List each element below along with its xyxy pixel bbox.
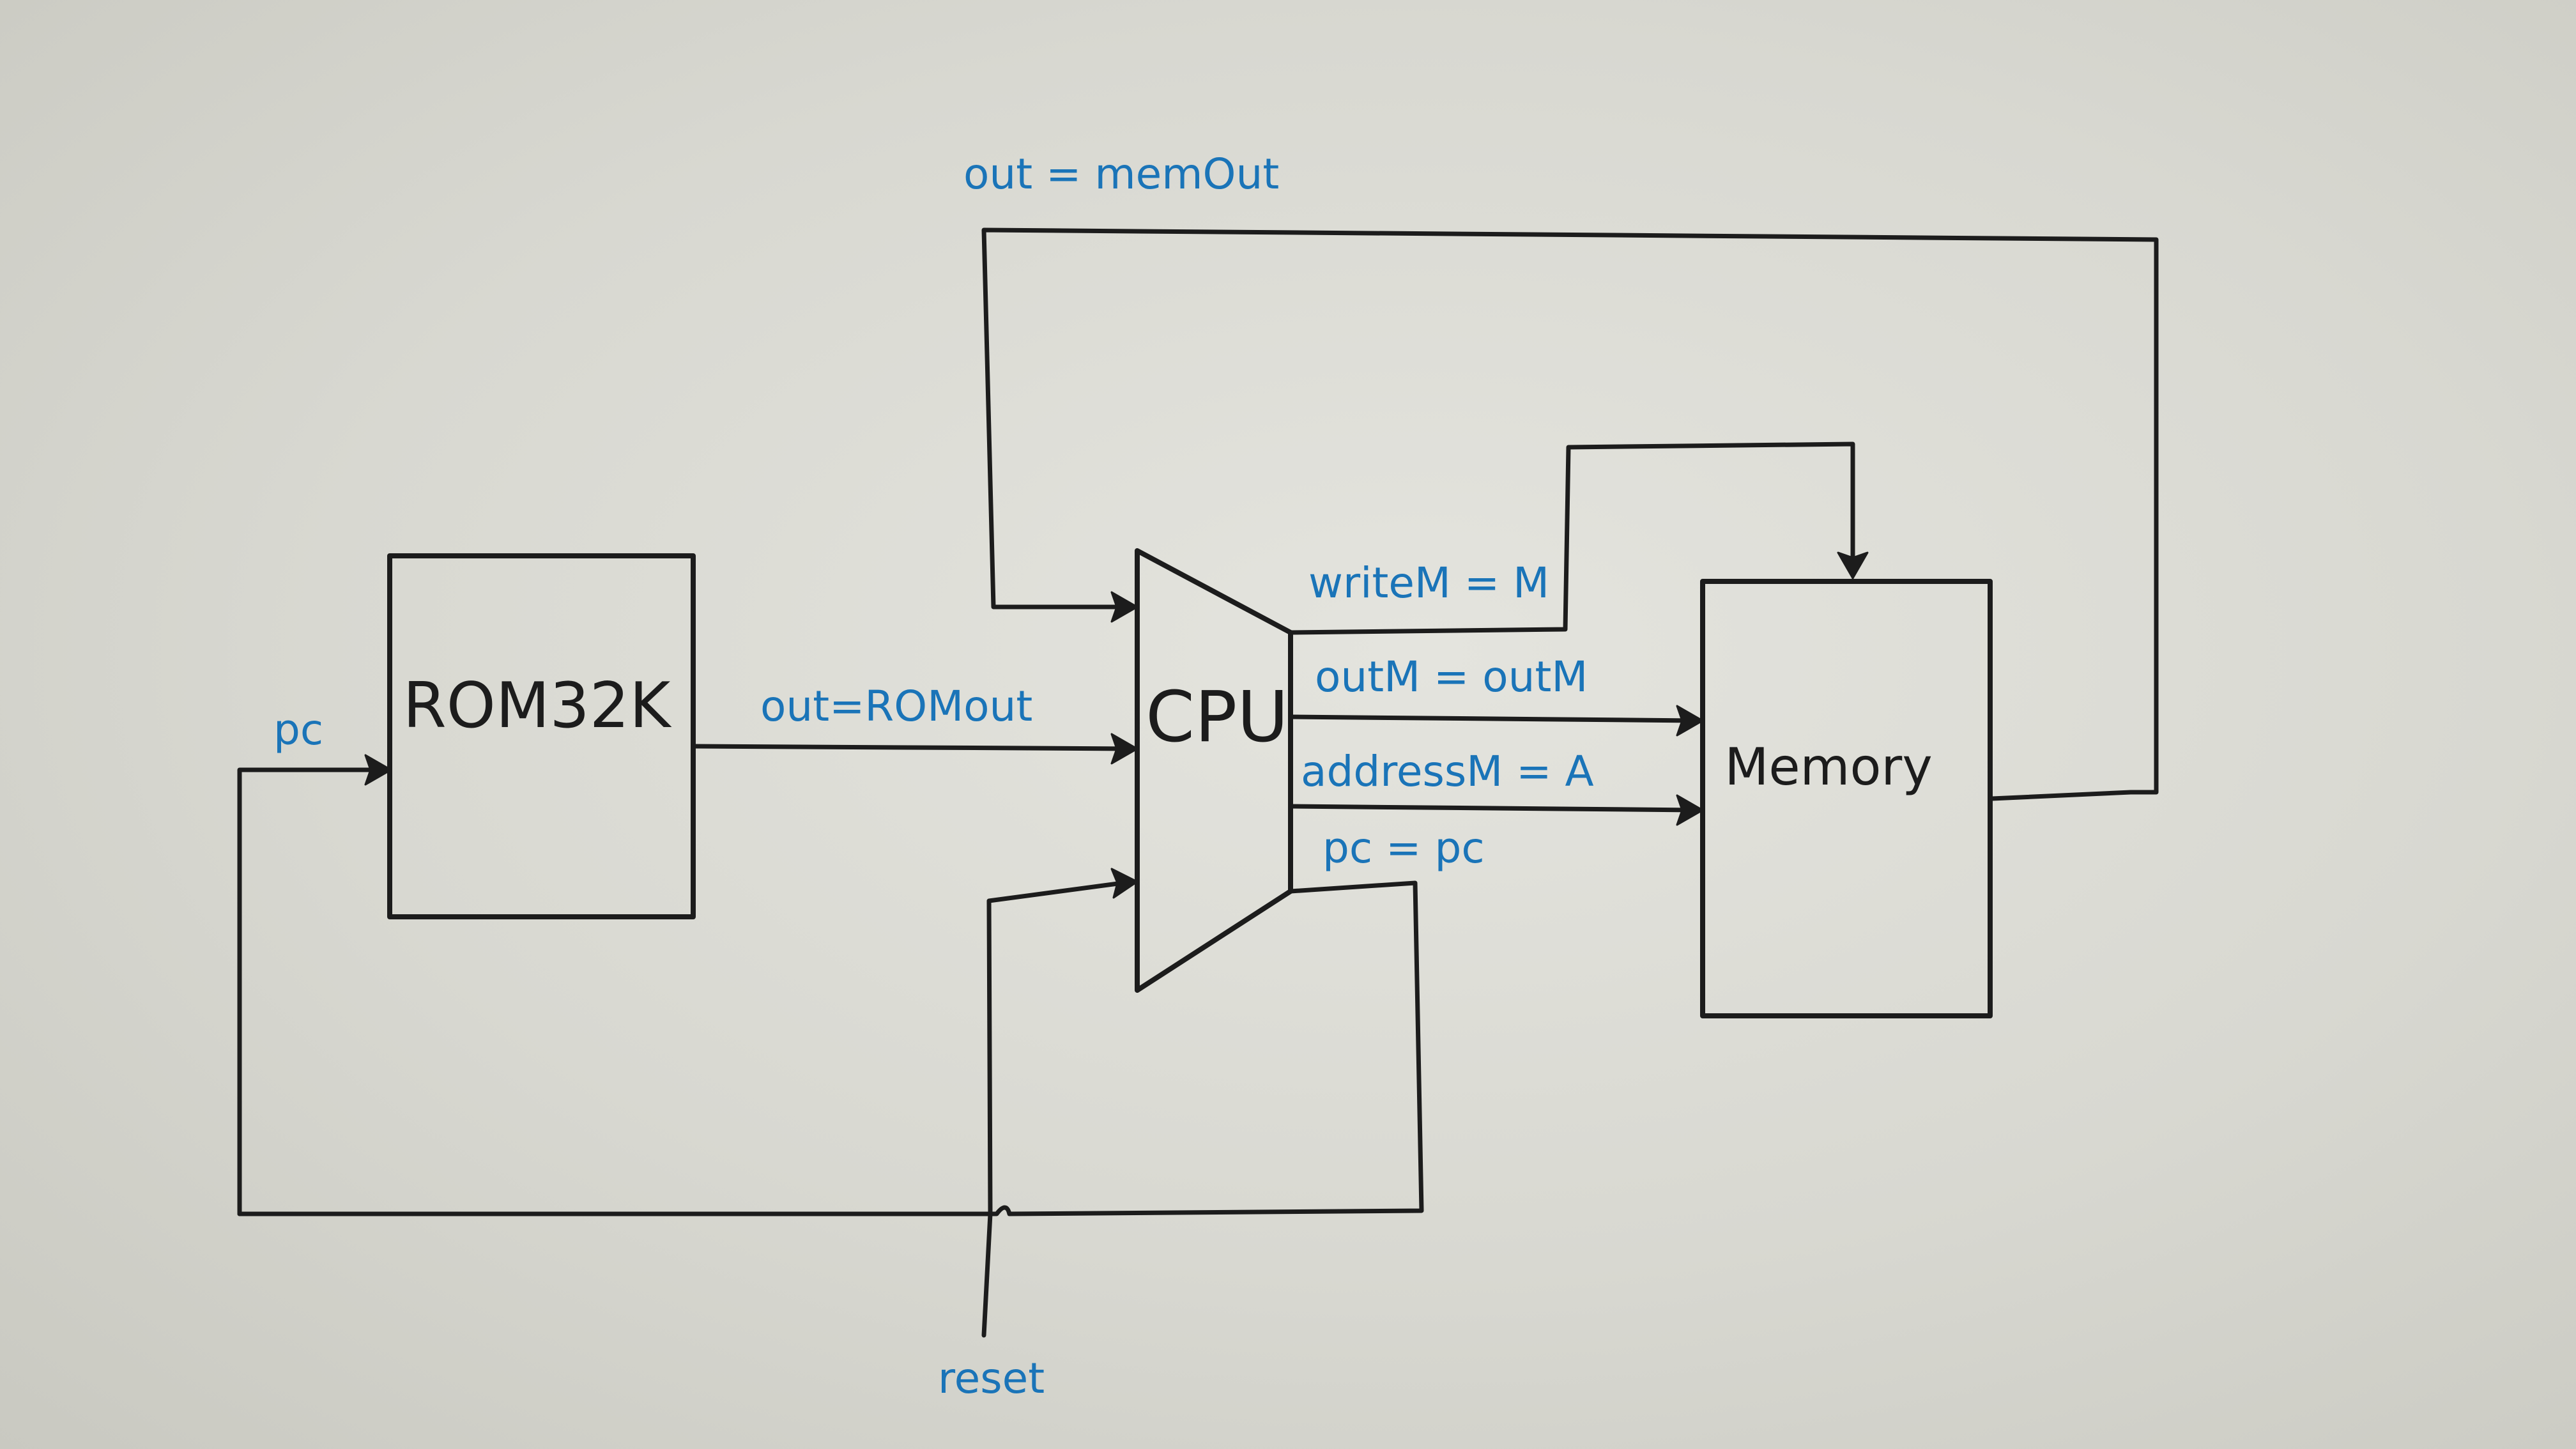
write-m-label: writeM = M: [1308, 558, 1549, 608]
address-m-line: [1288, 804, 1699, 813]
pc-input-arrowhead: [364, 754, 392, 786]
mem-out-label: out = memOut: [963, 150, 1279, 199]
write-m-wire: writeM = M: [1288, 441, 1869, 635]
address-m-label: addressM = A: [1301, 747, 1594, 796]
memory-block: Memory: [1700, 579, 1993, 1018]
pc-feedback-label: pc = pc: [1322, 824, 1485, 873]
pc-feedback-wire: pc = pc: [237, 824, 1485, 1216]
out-m-arrowhead: [1676, 705, 1704, 737]
rom-box: [387, 553, 696, 919]
address-m-arrowhead: [1676, 794, 1704, 826]
rom-block: ROM32K: [387, 553, 696, 919]
pc-input-line: [237, 767, 389, 1216]
pc-input-label: pc: [273, 705, 323, 755]
write-m-line: [1288, 441, 1855, 635]
reset-line: [981, 879, 1135, 1338]
mem-out-line: [981, 227, 2159, 801]
rom-out-label: out=ROMout: [760, 682, 1032, 731]
rom-label: ROM32K: [403, 670, 672, 742]
memory-label: Memory: [1724, 737, 1932, 797]
mem-out-wire: out = memOut: [963, 150, 2159, 801]
rom-out-line: [691, 744, 1135, 751]
out-m-wire: outM = outM: [1288, 652, 1704, 737]
reset-label: reset: [938, 1354, 1045, 1403]
write-m-arrowhead: [1837, 551, 1869, 579]
pc-input-wire: pc: [237, 705, 392, 1216]
memory-box: [1700, 579, 1993, 1018]
cpu-block: CPU: [1135, 548, 1293, 993]
pc-feedback-line: [237, 880, 1424, 1216]
mem-out-arrowhead: [1110, 591, 1138, 623]
out-m-label: outM = outM: [1315, 652, 1588, 702]
rom-out-arrowhead: [1110, 733, 1138, 765]
rom-out-wire: out=ROMout: [691, 682, 1138, 765]
reset-wire: reset: [938, 868, 1138, 1403]
address-m-wire: addressM = A: [1288, 747, 1704, 826]
cpu-shape: [1135, 548, 1293, 993]
cpu-label: CPU: [1146, 676, 1289, 758]
out-m-line: [1288, 714, 1699, 723]
reset-arrowhead: [1110, 868, 1138, 899]
